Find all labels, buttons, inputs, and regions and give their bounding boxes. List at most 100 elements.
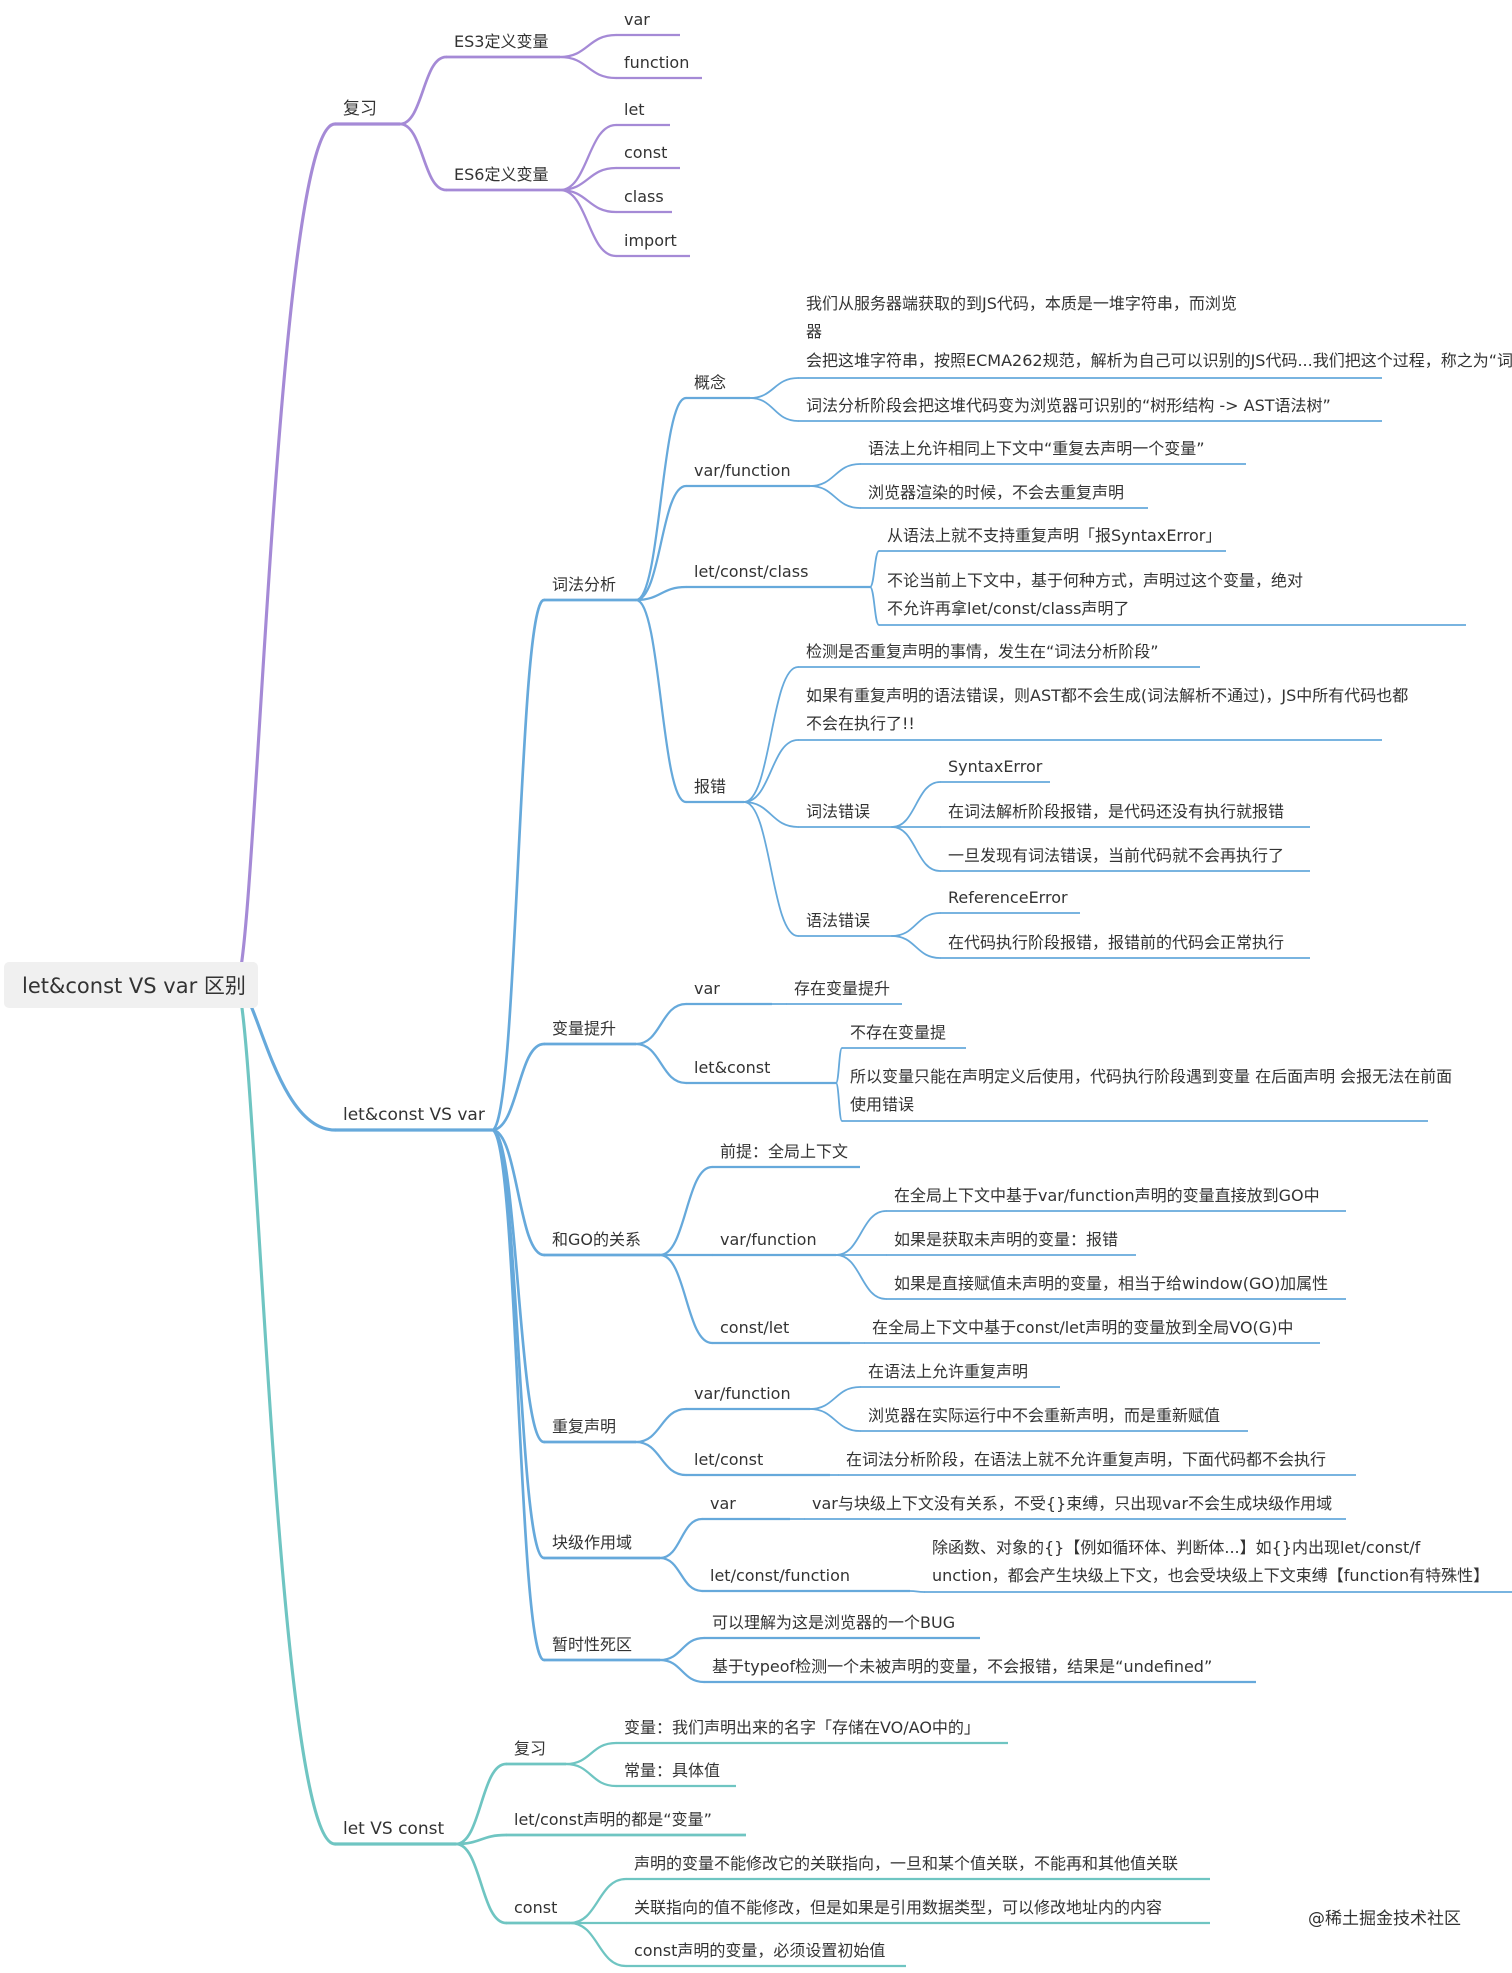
- connector-1-0-3-3: [743, 801, 799, 937]
- connector-1-0-0: [634, 396, 688, 602]
- connector-1-2-1-2: [835, 1254, 887, 1300]
- node-label-2[interactable]: let VS const: [343, 1819, 444, 1839]
- connector-1-0-1-1: [809, 485, 861, 509]
- node-label-1-0-3-2[interactable]: 词法错误: [806, 802, 870, 821]
- connector-1-1-0: [634, 1002, 688, 1046]
- node-label-1-2-0[interactable]: 前提：全局上下文: [720, 1142, 848, 1161]
- node-label-1-2-1[interactable]: var/function: [720, 1230, 817, 1249]
- connector-0-0: [398, 55, 448, 126]
- node-label-1-0-1[interactable]: var/function: [694, 461, 791, 480]
- node-label-0-1-3[interactable]: import: [624, 231, 677, 250]
- connector-1-0-3-3-1: [891, 935, 941, 959]
- node-label-1-1-0-0[interactable]: 存在变量提升: [794, 979, 890, 998]
- node-label-2-1[interactable]: let/const声明的都是“变量”: [514, 1810, 712, 1829]
- node-label-1-2-2[interactable]: const/let: [720, 1318, 789, 1337]
- node-label-1-1[interactable]: 变量提升: [552, 1019, 616, 1038]
- node-label-1-0-3[interactable]: 报错: [694, 777, 726, 796]
- node-label-1-0-0[interactable]: 概念: [694, 373, 726, 392]
- connector-1-4-1: [658, 1556, 704, 1593]
- node-label-1-0-3-2-1[interactable]: 在词法解析阶段报错，是代码还没有执行就报错: [948, 802, 1284, 821]
- node-label-1-2-1-2[interactable]: 如果是直接赋值未声明的变量，相当于给window(GO)加属性: [894, 1274, 1328, 1293]
- connector-1-0-2: [634, 585, 688, 602]
- node-label-1-2-1-1[interactable]: 如果是获取未声明的变量：报错: [894, 1230, 1118, 1249]
- node-label-1-0-3-0[interactable]: 检测是否重复声明的事情，发生在“词法分析阶段”: [806, 642, 1159, 661]
- node-label-1-4-0-0[interactable]: var与块级上下文没有关系，不受{}束缚，只出现var不会生成块级作用域: [812, 1494, 1332, 1513]
- node-label-1-5-1[interactable]: 基于typeof检测一个未被声明的变量，不会报错，结果是“undefined”: [712, 1657, 1212, 1676]
- node-label-1-0-3-3-0[interactable]: ReferenceError: [948, 888, 1068, 907]
- node-label-2-2-1[interactable]: 关联指向的值不能修改，但是如果是引用数据类型，可以修改地址内的内容: [634, 1898, 1162, 1917]
- connector-1-5-0: [658, 1636, 706, 1662]
- node-label-0-1-1[interactable]: const: [624, 143, 667, 162]
- node-label-1-1-0[interactable]: var: [694, 979, 720, 998]
- connector-1-3-0: [634, 1407, 688, 1444]
- node-label-1-1-1-0[interactable]: 不存在变量提: [850, 1023, 946, 1042]
- node-label-1-3-1[interactable]: let/const: [694, 1450, 763, 1469]
- node-label-0-0-1[interactable]: function: [624, 53, 689, 72]
- node-label-1-0-0-0[interactable]: 我们从服务器端获取的到JS代码，本质是一堆字符串，而浏览器会把这堆字符串，按照E…: [806, 294, 1512, 370]
- node-label-2-0-0[interactable]: 变量：我们声明出来的名字「存储在VO/AO中的」: [624, 1718, 980, 1737]
- connector-2-0-1: [564, 1762, 618, 1788]
- node-label-1-0-1-1[interactable]: 浏览器渲染的时候，不会去重复声明: [868, 483, 1124, 502]
- node-label-1-3[interactable]: 重复声明: [552, 1417, 616, 1436]
- node-label-1-3-0-1[interactable]: 浏览器在实际运行中不会重新声明，而是重新赋值: [868, 1406, 1220, 1425]
- connector-1-0-0-0: [749, 377, 799, 399]
- node-label-2-0[interactable]: 复习: [514, 1739, 546, 1758]
- node-label-2-2[interactable]: const: [514, 1898, 557, 1917]
- connector-1-0-2-0: [869, 550, 880, 588]
- node-label-1-0-3-3[interactable]: 语法错误: [806, 911, 870, 930]
- connector-1-5: [490, 1128, 546, 1662]
- node-label-1-0[interactable]: 词法分析: [552, 575, 616, 594]
- node-label-1-0-1-0[interactable]: 语法上允许相同上下文中“重复去声明一个变量”: [868, 439, 1205, 458]
- node-label-1-4-0[interactable]: var: [710, 1494, 736, 1513]
- node-label-0-1[interactable]: ES6定义变量: [454, 165, 548, 184]
- node-label-1-2-2-0[interactable]: 在全局上下文中基于const/let声明的变量放到全局VO(G)中: [872, 1318, 1293, 1337]
- connector-2-0-0: [564, 1741, 618, 1766]
- node-label-0[interactable]: 复习: [343, 99, 377, 119]
- connector-0-0-0: [558, 33, 618, 59]
- node-label-1-0-2-1[interactable]: 不论当前上下文中，基于何种方式，声明过这个变量，绝对不允许再拿let/const…: [887, 571, 1303, 618]
- connector-1-4-0: [658, 1517, 704, 1560]
- connector-1-1-1-0: [835, 1047, 843, 1084]
- node-label-1-3-0-0[interactable]: 在语法上允许重复声明: [868, 1362, 1028, 1381]
- node-label-0-1-0[interactable]: let: [624, 100, 645, 119]
- node-label-1-2[interactable]: 和GO的关系: [552, 1230, 641, 1249]
- connector-2-2: [454, 1842, 508, 1925]
- node-label-1-0-2[interactable]: let/const/class: [694, 562, 808, 581]
- node-label-1-0-0-1[interactable]: 词法分析阶段会把这堆代码变为浏览器可识别的“树形结构 -> AST语法树”: [806, 396, 1331, 415]
- node-label-1-1-1-1[interactable]: 所以变量只能在声明定义后使用，代码执行阶段遇到变量 在后面声明 会报无法在前面使…: [850, 1067, 1452, 1114]
- node-label-0-0[interactable]: ES3定义变量: [454, 32, 548, 51]
- node-label-1-5[interactable]: 暂时性死区: [552, 1635, 632, 1654]
- connector-1-0-1-0: [809, 463, 861, 487]
- connector-2-2-0: [568, 1877, 628, 1925]
- connector-1-1-1-1: [835, 1082, 843, 1122]
- node-label-0-0-0[interactable]: var: [624, 10, 650, 29]
- node-label-1-0-2-0[interactable]: 从语法上就不支持重复声明「报SyntaxError」: [887, 526, 1221, 545]
- node-label-1-2-1-0[interactable]: 在全局上下文中基于var/function声明的变量直接放到GO中: [894, 1186, 1320, 1205]
- node-label-1-4-1-0[interactable]: 除函数、对象的{}【例如循环体、判断体...】如{}内出现let/const/f…: [932, 1538, 1489, 1585]
- connector-layer: [234, 33, 1512, 1968]
- root-node-box[interactable]: [4, 962, 258, 1008]
- connector-1-0-0-1: [749, 397, 799, 422]
- connector-1-3-0-0: [809, 1386, 861, 1410]
- node-label-1-0-3-2-0[interactable]: SyntaxError: [948, 757, 1043, 776]
- node-label-1-0-3-1[interactable]: 如果有重复声明的语法错误，则AST都不会生成(词法解析不通过)，JS中所有代码也…: [806, 686, 1408, 733]
- connector-2-1: [454, 1833, 508, 1846]
- node-label-1-3-1-0[interactable]: 在词法分析阶段，在语法上就不允许重复声明，下面代码都不会执行: [846, 1450, 1326, 1469]
- node-label-2-2-0[interactable]: 声明的变量不能修改它的关联指向，一旦和某个值关联，不能再和其他值关联: [634, 1854, 1178, 1873]
- connector-1-2-2: [658, 1253, 714, 1345]
- watermark: @稀土掘金技术社区: [1308, 1909, 1461, 1929]
- node-label-1-0-3-2-2[interactable]: 一旦发现有词法错误，当前代码就不会再执行了: [948, 846, 1284, 865]
- node-label-1[interactable]: let&const VS var: [343, 1105, 485, 1125]
- node-label-1-4[interactable]: 块级作用域: [552, 1533, 632, 1552]
- node-label-1-5-0[interactable]: 可以理解为这是浏览器的一个BUG: [712, 1613, 955, 1632]
- node-label-2-2-2[interactable]: const声明的变量，必须设置初始值: [634, 1941, 885, 1960]
- node-label-1-1-1[interactable]: let&const: [694, 1058, 770, 1077]
- node-label-1-0-3-3-1[interactable]: 在代码执行阶段报错，报错前的代码会正常执行: [948, 933, 1284, 952]
- root-node-label[interactable]: let&const VS var 区别: [22, 974, 246, 998]
- connector-1-0-3-1: [743, 739, 799, 803]
- node-label-2-0-1[interactable]: 常量：具体值: [624, 1761, 720, 1780]
- node-label-1-3-0[interactable]: var/function: [694, 1384, 791, 1403]
- node-label-0-1-2[interactable]: class: [624, 187, 664, 206]
- node-label-1-4-1[interactable]: let/const/function: [710, 1566, 850, 1585]
